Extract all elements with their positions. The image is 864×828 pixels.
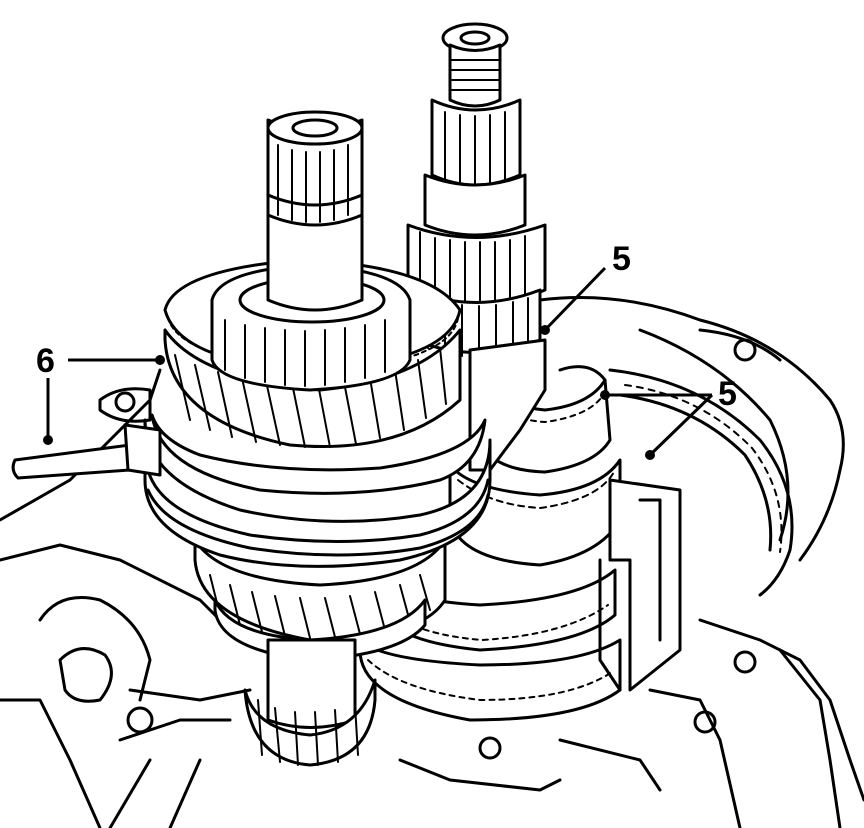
leader-5-right-b-dot bbox=[645, 450, 655, 460]
input-shaft bbox=[406, 22, 547, 472]
callout-6: 6 bbox=[36, 342, 55, 380]
callout-5-right: 5 bbox=[718, 375, 737, 413]
callout-5-top: 5 bbox=[612, 240, 631, 278]
leader-6-horizontal-dot bbox=[155, 355, 165, 365]
transmission-casing bbox=[0, 296, 864, 828]
callout-leaders bbox=[43, 266, 714, 460]
leader-5-right-a-dot bbox=[600, 390, 610, 400]
leader-5-right-b bbox=[648, 393, 714, 457]
countershaft-gear-stack bbox=[358, 365, 682, 722]
locating-pin-tool bbox=[11, 423, 162, 480]
mainshaft-gear-assembly bbox=[143, 110, 492, 767]
callout-labels: 5 5 6 bbox=[36, 240, 737, 413]
leader-6-vertical-dot bbox=[43, 435, 53, 445]
leader-5-top bbox=[543, 266, 607, 332]
leader-5-top-dot bbox=[540, 325, 550, 335]
